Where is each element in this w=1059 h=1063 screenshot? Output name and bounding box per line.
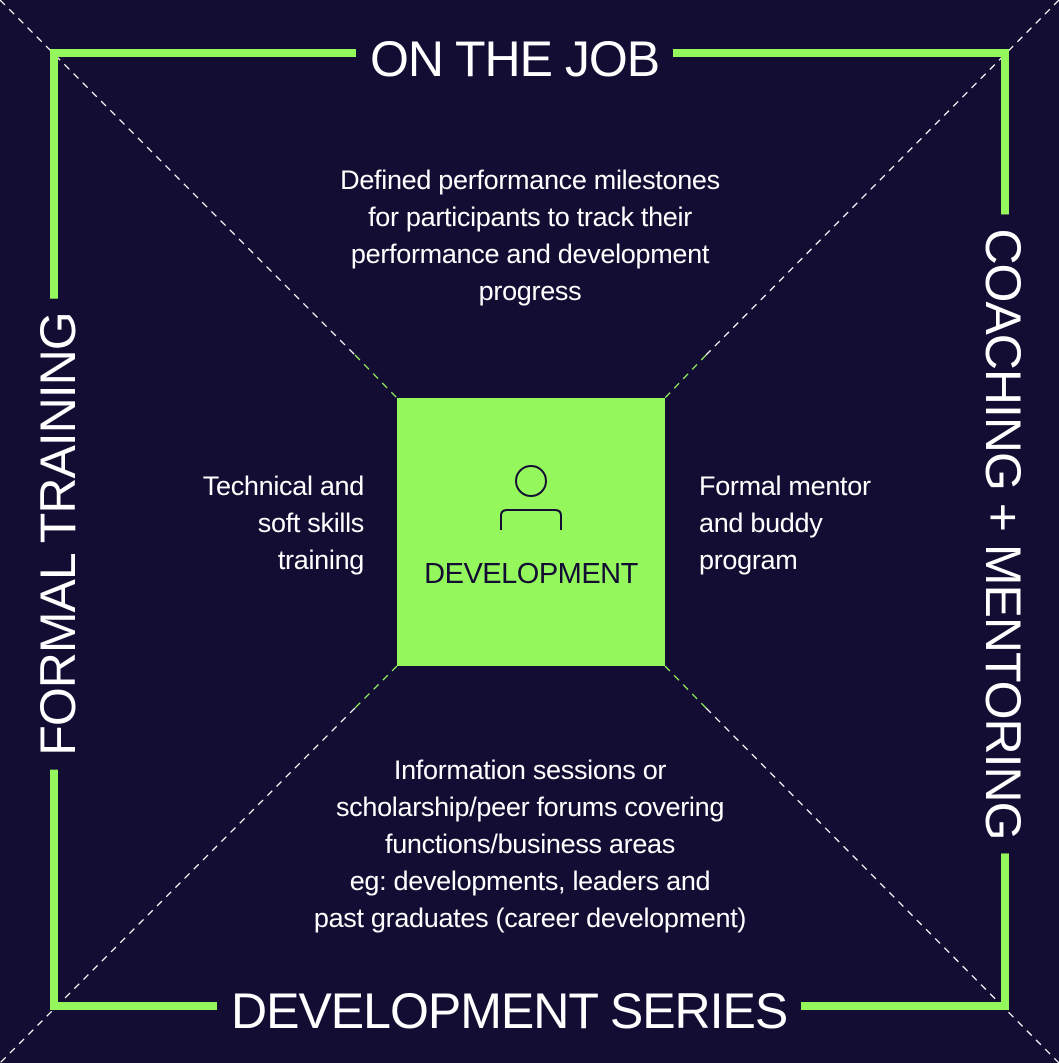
diagonal-bottom-left-inner [354,665,398,709]
text-line: Formal mentor [699,471,871,501]
frame-label-top: ON THE JOB [356,34,674,84]
quadrant-text-top: Defined performance milestones for parti… [260,162,800,310]
text-line: and buddy [699,508,823,538]
text-line: Technical and [202,471,365,501]
text-line: for participants to track their [368,202,692,232]
quadrant-text-bottom: Information sessions or scholarship/peer… [240,752,820,937]
text-line: eg: developments, leaders and [349,866,711,896]
text-line: progress [478,276,582,306]
quadrant-text-right: Formal mentor and buddy program [699,468,939,579]
diagonal-top-right-inner [664,354,707,399]
diagonal-bottom-right-inner [664,665,707,709]
quadrant-text-left: Technical and soft skills training [130,468,365,579]
text-line: scholarship/peer forums covering [335,792,725,822]
center-box: DEVELOPMENT [397,398,665,666]
text-line: training [277,545,364,575]
text-line: Defined performance milestones [340,165,720,195]
diagonal-top-right-outer [705,0,1059,356]
center-label: DEVELOPMENT [424,558,638,590]
frame-label-left: FORMAL TRAINING [30,298,86,770]
frame-label-right: COACHING + MENTORING [975,214,1031,854]
text-line: past graduates (career development) [313,903,747,933]
text-line: Information sessions or [393,755,667,785]
diagonal-top-left-inner [354,354,398,399]
frame-label-bottom: DEVELOPMENT SERIES [217,986,802,1036]
text-line: functions/business areas [385,829,675,859]
text-line: program [699,545,798,575]
text-line: performance and development [350,239,710,269]
person-icon [500,465,562,530]
diagonal-top-left-outer [0,0,356,356]
text-line: soft skills [257,508,365,538]
